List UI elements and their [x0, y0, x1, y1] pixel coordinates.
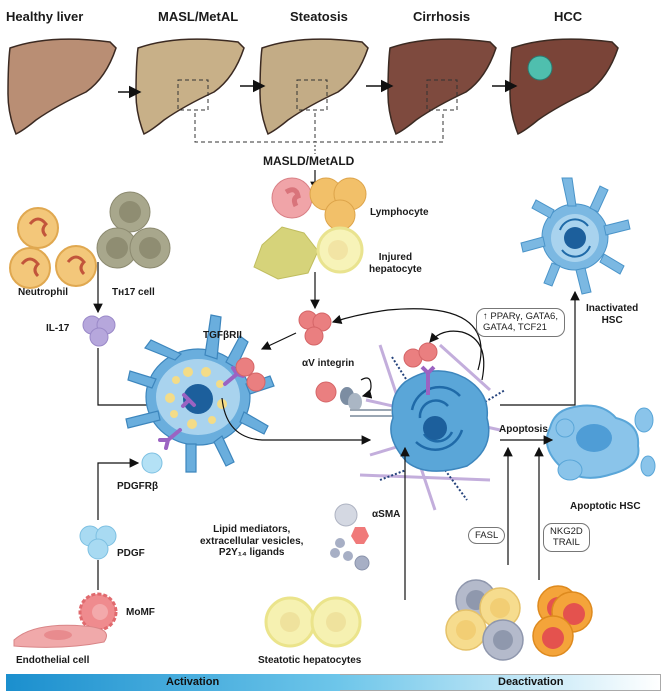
tumor-icon: [527, 55, 553, 81]
steatotic-hepatocytes: [264, 596, 362, 648]
asma-label: αSMA: [372, 509, 401, 520]
pdgf-bound-ligand: [141, 452, 163, 474]
pdgf-label: PDGF: [117, 548, 145, 559]
lipid-mediators-label: Lipid mediators,extracellular vesicles,P…: [200, 524, 304, 558]
activated-hsc: [359, 343, 506, 511]
liver-hcc: [509, 38, 619, 136]
activation-label: Activation: [166, 676, 220, 688]
extracellular-vesicles: [330, 503, 370, 571]
arrow-autocrine: [429, 330, 485, 381]
stage-label-steatosis: Steatosis: [290, 9, 348, 24]
liver-healthy: [7, 38, 117, 136]
fasl-pill: FASL: [468, 527, 506, 545]
neutrophil-label: Neutrophil: [18, 287, 68, 298]
stage-arrows: [118, 79, 518, 99]
stage-label-cirrhosis: Cirrhosis: [413, 9, 471, 24]
arrow-pdgf-to-hsc: [97, 458, 140, 520]
pdgfrb-label: PDGFRβ: [117, 481, 159, 492]
tgfbrii-label: TGFβRII: [203, 330, 242, 341]
th17-label: Tʜ17 cell: [112, 287, 155, 298]
masld-label: MASLD/MetALD: [263, 154, 355, 168]
neutrophil-cells: [9, 207, 97, 289]
arrow-to-inactivated: [500, 290, 580, 406]
endothelial-label: Endothelial cell: [16, 655, 90, 666]
av-integrin-label: αV integrin: [302, 358, 355, 369]
steatotic-hepatocytes-label: Steatotic hepatocytes: [258, 655, 362, 666]
transcription-factors-pill: ↑ PPARγ, GATA6,GATA4, TCF21: [476, 308, 565, 337]
deactivation-bar: [340, 674, 661, 691]
arrow-hsc-to-activated: [221, 397, 372, 445]
th17-cells: [96, 191, 171, 269]
momf-cell: [78, 592, 118, 632]
apoptotic-hsc-label: Apoptotic HSC: [570, 501, 641, 512]
tgfb-bound-ligand: [235, 357, 266, 392]
lymphocyte-cluster: [253, 177, 367, 280]
liver-cirrhosis: [387, 38, 497, 136]
il17-label: IL-17: [46, 323, 70, 334]
stage-label-hcc: HCC: [554, 9, 583, 24]
arrow-to-tgfb-ligand: [331, 308, 482, 371]
zoom-brackets: [177, 79, 458, 143]
momf-label: MoMF: [126, 607, 155, 618]
liver-steatosis: [259, 38, 369, 136]
lymphocyte-label: Lymphocyte: [370, 207, 429, 218]
inactivated-hsc: [520, 177, 631, 295]
arrow-tgfb-to-hsc: [260, 332, 297, 350]
apoptotic-hsc: [546, 404, 656, 481]
pdgf-molecule: [79, 525, 117, 560]
apoptosis-label: Apoptosis: [499, 424, 548, 435]
stage-label-healthy: Healthy liver: [6, 9, 84, 24]
il17-molecule: [82, 315, 116, 347]
quiescent-hsc: [125, 314, 275, 473]
tgfb-ligand: [298, 310, 332, 346]
deactivation-label: Deactivation: [498, 676, 564, 688]
activation-bar: [6, 674, 340, 691]
activated-bound-ligand: [403, 342, 438, 368]
immune-cell-cluster: [445, 579, 593, 661]
av-integrin: [315, 381, 392, 417]
stage-label-masl: MASL/MetAL: [158, 9, 239, 24]
liver-masl: [135, 38, 245, 136]
